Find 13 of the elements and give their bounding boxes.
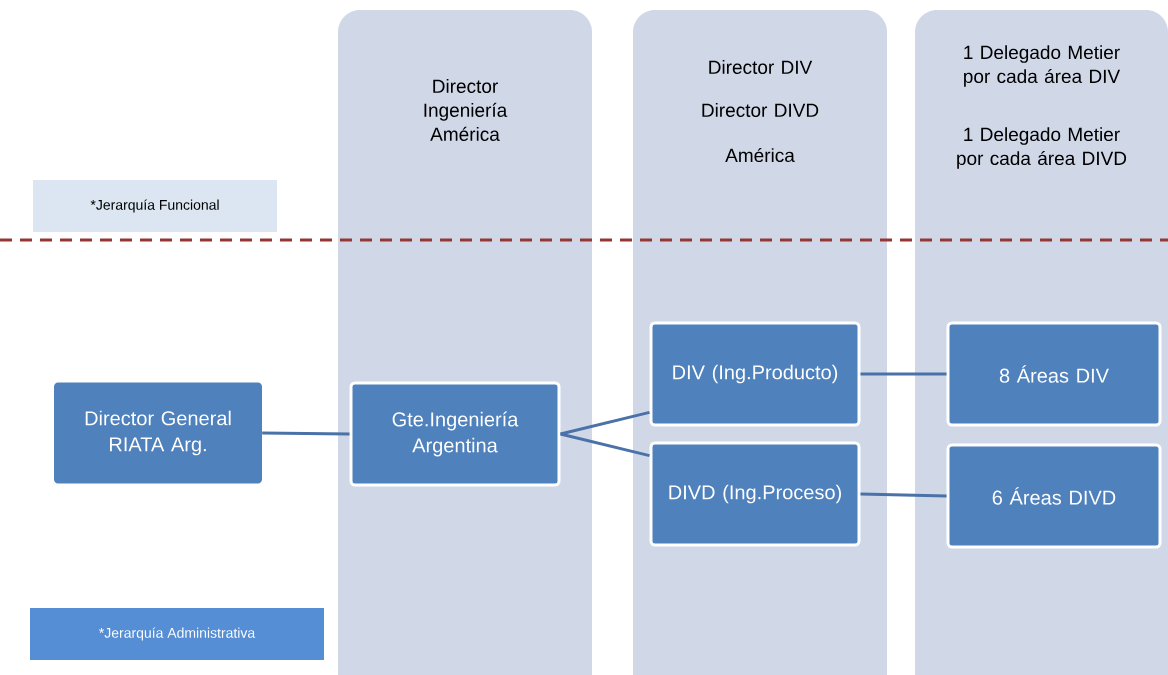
connector-line: [560, 410, 650, 436]
org-box: 6 Áreas DIVD: [946, 443, 1162, 549]
connector-line: [860, 372, 947, 376]
legend-tag: *Jerarquía Administrativa: [30, 608, 324, 660]
connector-line: [560, 432, 650, 458]
connector-line: [262, 431, 350, 436]
org-box: Gte.Ingeniería Argentina: [349, 381, 561, 487]
org-box: 8 Áreas DIV: [946, 321, 1162, 427]
connector-line: [860, 492, 947, 498]
org-box: DIVD (Ing.Proceso): [649, 441, 861, 547]
legend-tag: *Jerarquía Funcional: [33, 180, 277, 232]
org-box: Director General RIATA Arg.: [54, 382, 262, 484]
org-box: DIV (Ing.Producto): [649, 321, 861, 427]
